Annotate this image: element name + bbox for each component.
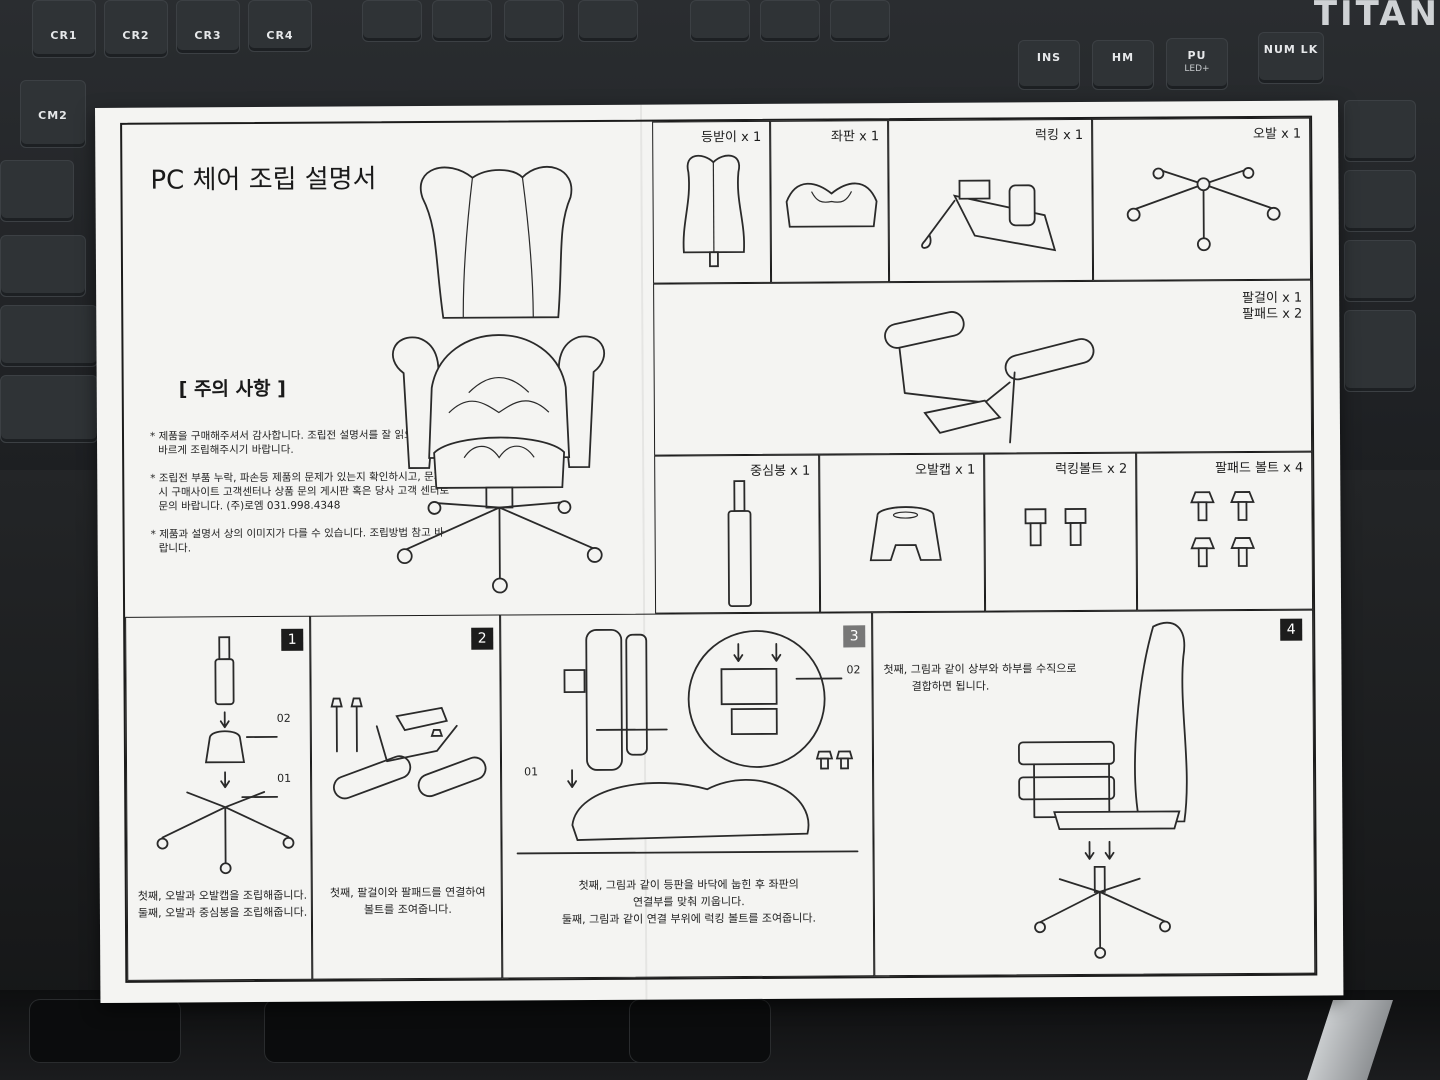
key-right-4 bbox=[1344, 310, 1416, 392]
callout-01: 01 bbox=[277, 771, 292, 785]
part-label: 오발캡 x 1 bbox=[915, 462, 976, 478]
chair-illustration bbox=[392, 166, 605, 594]
part-gas-cylinder: 중심봉 x 1 bbox=[654, 454, 821, 614]
caption-line: 볼트를 조여줍니다. bbox=[363, 902, 452, 917]
part-seat: 좌판 x 1 bbox=[770, 120, 890, 283]
part-label: 럭킹볼트 x 2 bbox=[1055, 461, 1128, 478]
keyboard-brand: TITAN bbox=[1313, 0, 1440, 34]
step-2-diagram bbox=[330, 697, 487, 800]
backrest-icon bbox=[682, 154, 746, 268]
part-tilt-bolt: 럭킹볼트 x 2 bbox=[984, 452, 1138, 612]
key-cr2: CR2 bbox=[104, 0, 168, 58]
part-armpad-bolt: 팔패드 볼트 x 4 bbox=[1136, 451, 1314, 611]
step-number: 4 bbox=[1280, 618, 1303, 641]
key-left-4 bbox=[0, 375, 98, 443]
callout-01: 01 bbox=[524, 765, 539, 779]
caption-line: 둘째, 오발과 중심봉을 조립해줍니다. bbox=[137, 905, 308, 920]
key-media-7 bbox=[830, 0, 890, 42]
step-2-panel: 2 첫째, 팔걸이와 팔패드를 연결하여 볼트를 조여줍니다. bbox=[310, 614, 503, 980]
manual-title: PC 체어 조립 설명서 bbox=[150, 164, 377, 196]
step-3-panel: 3 01 02 첫째, 그림과 같이 등판을 바닥에 눕힌 후 좌 bbox=[500, 612, 875, 979]
caption-line: 첫째, 그림과 같이 등판을 바닥에 눕힌 후 좌판의 bbox=[578, 877, 799, 893]
key-right-2 bbox=[1344, 170, 1416, 232]
caption-line: 둘째, 그림과 같이 연결 부위에 럭킹 볼트를 조여줍니다. bbox=[561, 911, 817, 927]
part-base: 오발 x 1 bbox=[1092, 117, 1312, 281]
key-numlock: NUM LK bbox=[1258, 32, 1324, 84]
base-icon bbox=[1126, 167, 1281, 252]
tilt-bolt-icon bbox=[1024, 508, 1087, 547]
armrest-icon bbox=[884, 311, 1095, 444]
key-cr4: CR4 bbox=[248, 0, 312, 52]
binder-clip-3 bbox=[630, 1000, 770, 1062]
key-media-4 bbox=[578, 0, 638, 42]
seat-icon bbox=[785, 182, 878, 228]
part-label: 오발 x 1 bbox=[1252, 126, 1302, 142]
part-label: 좌판 x 1 bbox=[830, 129, 880, 145]
step-number: 2 bbox=[471, 627, 494, 650]
step-4-diagram bbox=[1018, 621, 1188, 959]
step-1-caption: 첫째, 오발과 오발캡을 조립해줍니다. 둘째, 오발과 중심봉을 조립해줍니다… bbox=[138, 887, 308, 922]
assembly-manual-sheet: PC 체어 조립 설명서 [ 주의 사항 ] * 제품을 구매해주셔서 감사합니… bbox=[95, 100, 1344, 1003]
key-hm: HM bbox=[1092, 40, 1154, 90]
key-media-5 bbox=[690, 0, 750, 42]
base-cap-icon bbox=[869, 506, 942, 562]
key-media-2 bbox=[432, 0, 492, 42]
key-media-6 bbox=[760, 0, 820, 42]
key-media-3 bbox=[504, 0, 564, 42]
part-label: 팔패드 볼트 x 4 bbox=[1215, 460, 1304, 477]
caption-line: 첫째, 오발과 오발캡을 조립해줍니다. bbox=[137, 888, 308, 903]
caution-heading: [ 주의 사항 ] bbox=[178, 377, 286, 401]
callout-02: 02 bbox=[846, 663, 861, 677]
binder-clip-1 bbox=[30, 1000, 180, 1062]
tilt-mechanism-icon bbox=[921, 179, 1057, 252]
callout-02: 02 bbox=[276, 711, 291, 725]
armpad-bolt-icon bbox=[1190, 491, 1256, 568]
step-4-panel: 4 첫째, 그림과 같이 상부와 하부를 수직으로 결합하면 됩니다. bbox=[872, 609, 1316, 977]
key-cr1: CR1 bbox=[32, 0, 96, 58]
step-3-diagram bbox=[516, 628, 859, 855]
key-right-1 bbox=[1344, 100, 1416, 162]
key-media-1 bbox=[362, 0, 422, 42]
step-1-panel: 1 02 01 첫째, 오발과 오발캡을 조립해줍니다. 둘째, 오발과 중심봉… bbox=[125, 615, 313, 981]
part-tilt-mechanism: 럭킹 x 1 bbox=[888, 118, 1094, 283]
step-2-caption: 첫째, 팔걸이와 팔패드를 연결하여 볼트를 조여줍니다. bbox=[323, 884, 493, 919]
step-1-diagram bbox=[156, 636, 295, 875]
key-cr3: CR3 bbox=[176, 0, 240, 54]
key-ins: INS bbox=[1018, 40, 1080, 90]
caption-line: 연결부를 맞춰 끼웁니다. bbox=[632, 895, 745, 909]
part-armrest: 팔걸이 x 1 팔패드 x 2 bbox=[653, 279, 1313, 456]
manual-frame: PC 체어 조립 설명서 [ 주의 사항 ] * 제품을 구매해주셔서 감사합니… bbox=[120, 115, 1318, 983]
gas-cylinder-icon bbox=[727, 480, 752, 608]
caption-line: 첫째, 팔걸이와 팔패드를 연결하여 bbox=[329, 885, 486, 900]
part-base-cap: 오발캡 x 1 bbox=[819, 453, 986, 613]
key-cm2: CM2 bbox=[20, 80, 86, 148]
part-backrest: 등받이 x 1 bbox=[652, 120, 772, 284]
key-left-3 bbox=[0, 305, 98, 367]
part-label: 팔패드 x 2 bbox=[1242, 306, 1303, 322]
part-label: 럭킹 x 1 bbox=[1034, 127, 1084, 144]
key-left-2 bbox=[0, 235, 86, 297]
part-label: 등받이 x 1 bbox=[701, 129, 762, 146]
key-left-1 bbox=[0, 160, 74, 222]
key-right-3 bbox=[1344, 240, 1416, 302]
step-3-caption: 첫째, 그림과 같이 등판을 바닥에 눕힌 후 좌판의 연결부를 맞춰 끼웁니다… bbox=[513, 875, 865, 928]
part-label: 중심봉 x 1 bbox=[750, 463, 811, 480]
